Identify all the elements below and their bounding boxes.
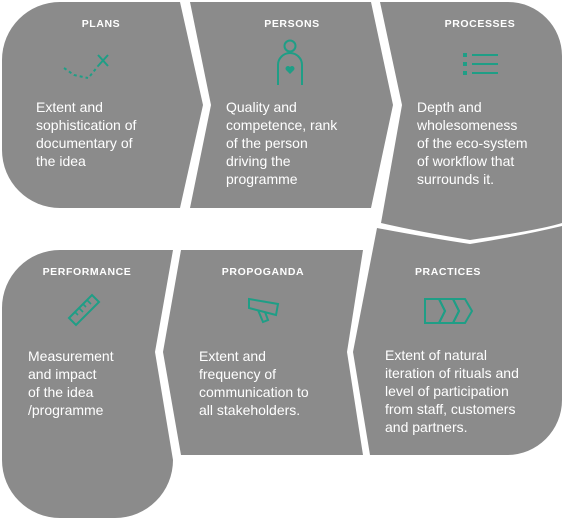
tile-title-practices: PRACTICES bbox=[414, 266, 482, 278]
tile-performance bbox=[2, 250, 173, 518]
tile-desc-propoganda: Extent and frequency of communication to… bbox=[199, 348, 309, 418]
tile-practices bbox=[353, 226, 562, 455]
megaphone-icon bbox=[248, 297, 280, 324]
tile-title-propoganda: PROPOGANDA bbox=[221, 266, 305, 278]
tile-title-plans: PLANS bbox=[81, 18, 121, 30]
tile-title-persons: PERSONS bbox=[264, 18, 320, 30]
tile-plans bbox=[2, 2, 203, 208]
tile-processes bbox=[380, 2, 562, 240]
list-icon bbox=[463, 53, 498, 75]
tile-desc-persons: Quality and competence, rank of the pers… bbox=[226, 99, 338, 187]
tile-desc-practices: Extent of natural iteration of rituals a… bbox=[385, 347, 519, 435]
tile-desc-performance: Measurement and impact of the idea /prog… bbox=[28, 348, 114, 418]
tile-persons bbox=[190, 2, 393, 208]
tile-desc-plans: Extent and sophistication of documentary… bbox=[36, 99, 137, 169]
tile-title-processes: PROCESSES bbox=[444, 18, 516, 30]
triple-chevron-icon bbox=[424, 298, 474, 324]
tile-title-performance: PERFORMANCE bbox=[42, 266, 132, 278]
checkmark-cross-icon bbox=[63, 54, 109, 79]
tile-propoganda bbox=[163, 250, 363, 455]
tile-desc-processes: Depth and wholesomeness of the eco-syste… bbox=[417, 99, 528, 187]
person-heart-icon bbox=[277, 39, 303, 85]
ruler-icon bbox=[67, 293, 101, 327]
